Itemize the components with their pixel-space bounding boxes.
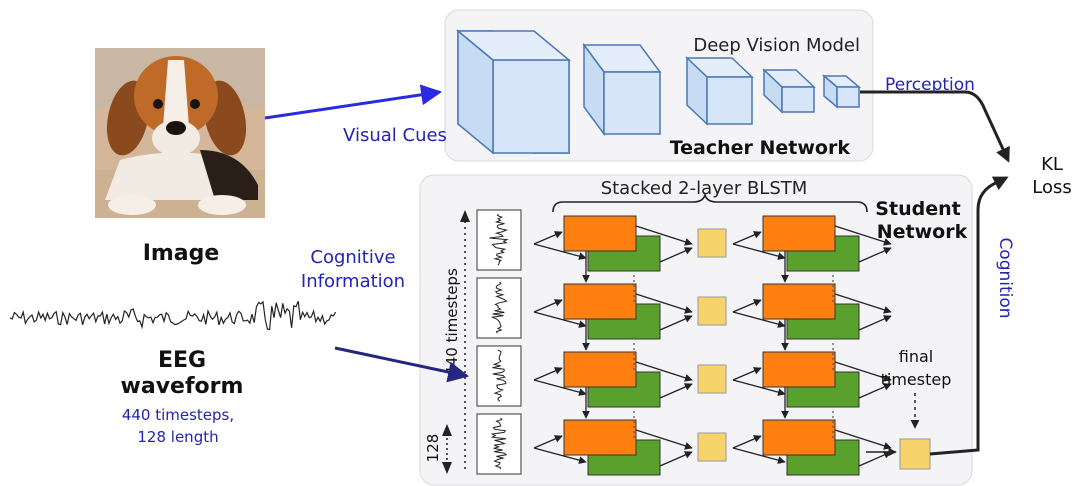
- cognition-arrow: [929, 176, 1009, 456]
- cnn-cube-3: [685, 56, 754, 126]
- visual-cues-label: Visual Cues: [343, 125, 447, 146]
- blstm-input-arrow: [732, 243, 786, 260]
- length-arrow-bottom: [442, 462, 452, 474]
- blstm-input-arrow: [732, 447, 786, 464]
- eeg-segment-4: [476, 413, 522, 475]
- final-output-cell: [899, 438, 931, 470]
- blstm-input-arrow: [533, 311, 587, 328]
- blstm-output-arrow: [659, 451, 693, 467]
- eeg-detail-1: 440 timesteps,: [122, 406, 234, 424]
- blstm-merge-cell: [697, 296, 727, 326]
- blstm-merge-cell: [697, 364, 727, 394]
- cnn-cube-5: [821, 74, 862, 109]
- teacher-model-title: Deep Vision Model: [693, 35, 860, 56]
- eeg-label-2: waveform: [121, 374, 244, 399]
- eeg-segment-1: [476, 209, 522, 271]
- eeg-waveform: [9, 300, 337, 331]
- blstm-forward-cell: [563, 419, 637, 456]
- blstm-forward-cell: [563, 283, 637, 320]
- blstm-forward-cell: [563, 351, 637, 388]
- blstm-input-arrow: [732, 311, 786, 328]
- perception-label: Perception: [885, 75, 975, 95]
- cognition-label-group: Cognition: [995, 237, 1015, 318]
- blstm-input-arrow: [533, 243, 587, 260]
- blstm-output-arrow: [659, 247, 693, 263]
- blstm-input-arrow: [732, 435, 762, 449]
- blstm-forward-cell: [762, 351, 836, 388]
- length-label-group: 128: [424, 434, 442, 463]
- blstm-input-arrow: [732, 299, 762, 313]
- blstm-input-arrow: [732, 379, 786, 396]
- blstm-output-arrow: [858, 247, 892, 263]
- perception-arrow: [860, 90, 1010, 163]
- kl-loss-label-2: Loss: [1032, 177, 1071, 198]
- eeg-detail-2: 128 length: [137, 428, 218, 446]
- cnn-cube-4: [762, 68, 816, 114]
- blstm-output-arrow: [834, 293, 892, 314]
- cognition-label: Cognition: [995, 237, 1015, 318]
- blstm-input-arrow: [732, 231, 762, 245]
- blstm-input-arrow: [533, 367, 563, 381]
- blstm-label: Stacked 2-layer BLSTM: [601, 178, 808, 199]
- blstm-input-arrow: [533, 447, 587, 464]
- blstm-input-arrow: [533, 435, 563, 449]
- final-label-1: final: [899, 347, 933, 366]
- blstm-output-arrow: [635, 361, 693, 382]
- blstm-input-arrow: [533, 299, 563, 313]
- blstm-brace: [552, 192, 868, 213]
- eeg-label-1: EEG: [158, 348, 206, 373]
- student-network-label-1: Student: [875, 198, 960, 220]
- blstm-output-arrow: [635, 293, 693, 314]
- image-label: Image: [143, 241, 220, 266]
- visual-cues-arrow: [264, 84, 443, 120]
- blstm-output-arrow: [858, 451, 892, 467]
- kl-loss-label-1: KL: [1041, 154, 1063, 175]
- student-network-label-2: Network: [877, 221, 968, 243]
- blstm-output-arrow: [659, 383, 693, 399]
- blstm-output-arrow: [659, 315, 693, 331]
- length-arrow-top: [442, 424, 452, 436]
- blstm-output-arrow: [635, 225, 693, 246]
- blstm-output-arrow: [858, 383, 892, 399]
- timesteps-label: 440 timesteps: [443, 268, 461, 376]
- final-label-2: timestep: [881, 370, 952, 389]
- blstm-forward-cell: [762, 419, 836, 456]
- blstm-output-arrow: [834, 429, 892, 450]
- blstm-forward-cell: [762, 283, 836, 320]
- blstm-output-arrow: [858, 315, 892, 331]
- cnn-cube-1: [455, 29, 572, 155]
- eeg-segment-2: [476, 277, 522, 339]
- blstm-input-arrow: [533, 231, 563, 245]
- blstm-merge-cell: [697, 228, 727, 258]
- length-label: 128: [424, 434, 442, 463]
- teacher-network-label: Teacher Network: [670, 137, 851, 159]
- cnn-cube-2: [582, 42, 662, 137]
- cognitive-arrow: [334, 346, 470, 383]
- cognitive-label-2: Information: [301, 271, 405, 292]
- dog-photo: [95, 48, 265, 218]
- timesteps-arrowhead: [460, 210, 470, 222]
- cognitive-label-1: Cognitive: [310, 247, 395, 268]
- blstm-output-arrow: [635, 429, 693, 450]
- eeg-segment-3: [476, 345, 522, 407]
- blstm-input-arrow: [533, 379, 587, 396]
- blstm-rows: [533, 215, 892, 476]
- timesteps-label-group: 440 timesteps: [443, 268, 461, 376]
- blstm-forward-cell: [762, 215, 836, 252]
- blstm-output-arrow: [834, 225, 892, 246]
- blstm-forward-cell: [563, 215, 637, 252]
- blstm-input-arrow: [732, 367, 762, 381]
- blstm-merge-cell: [697, 432, 727, 462]
- blstm-output-arrow: [834, 361, 892, 382]
